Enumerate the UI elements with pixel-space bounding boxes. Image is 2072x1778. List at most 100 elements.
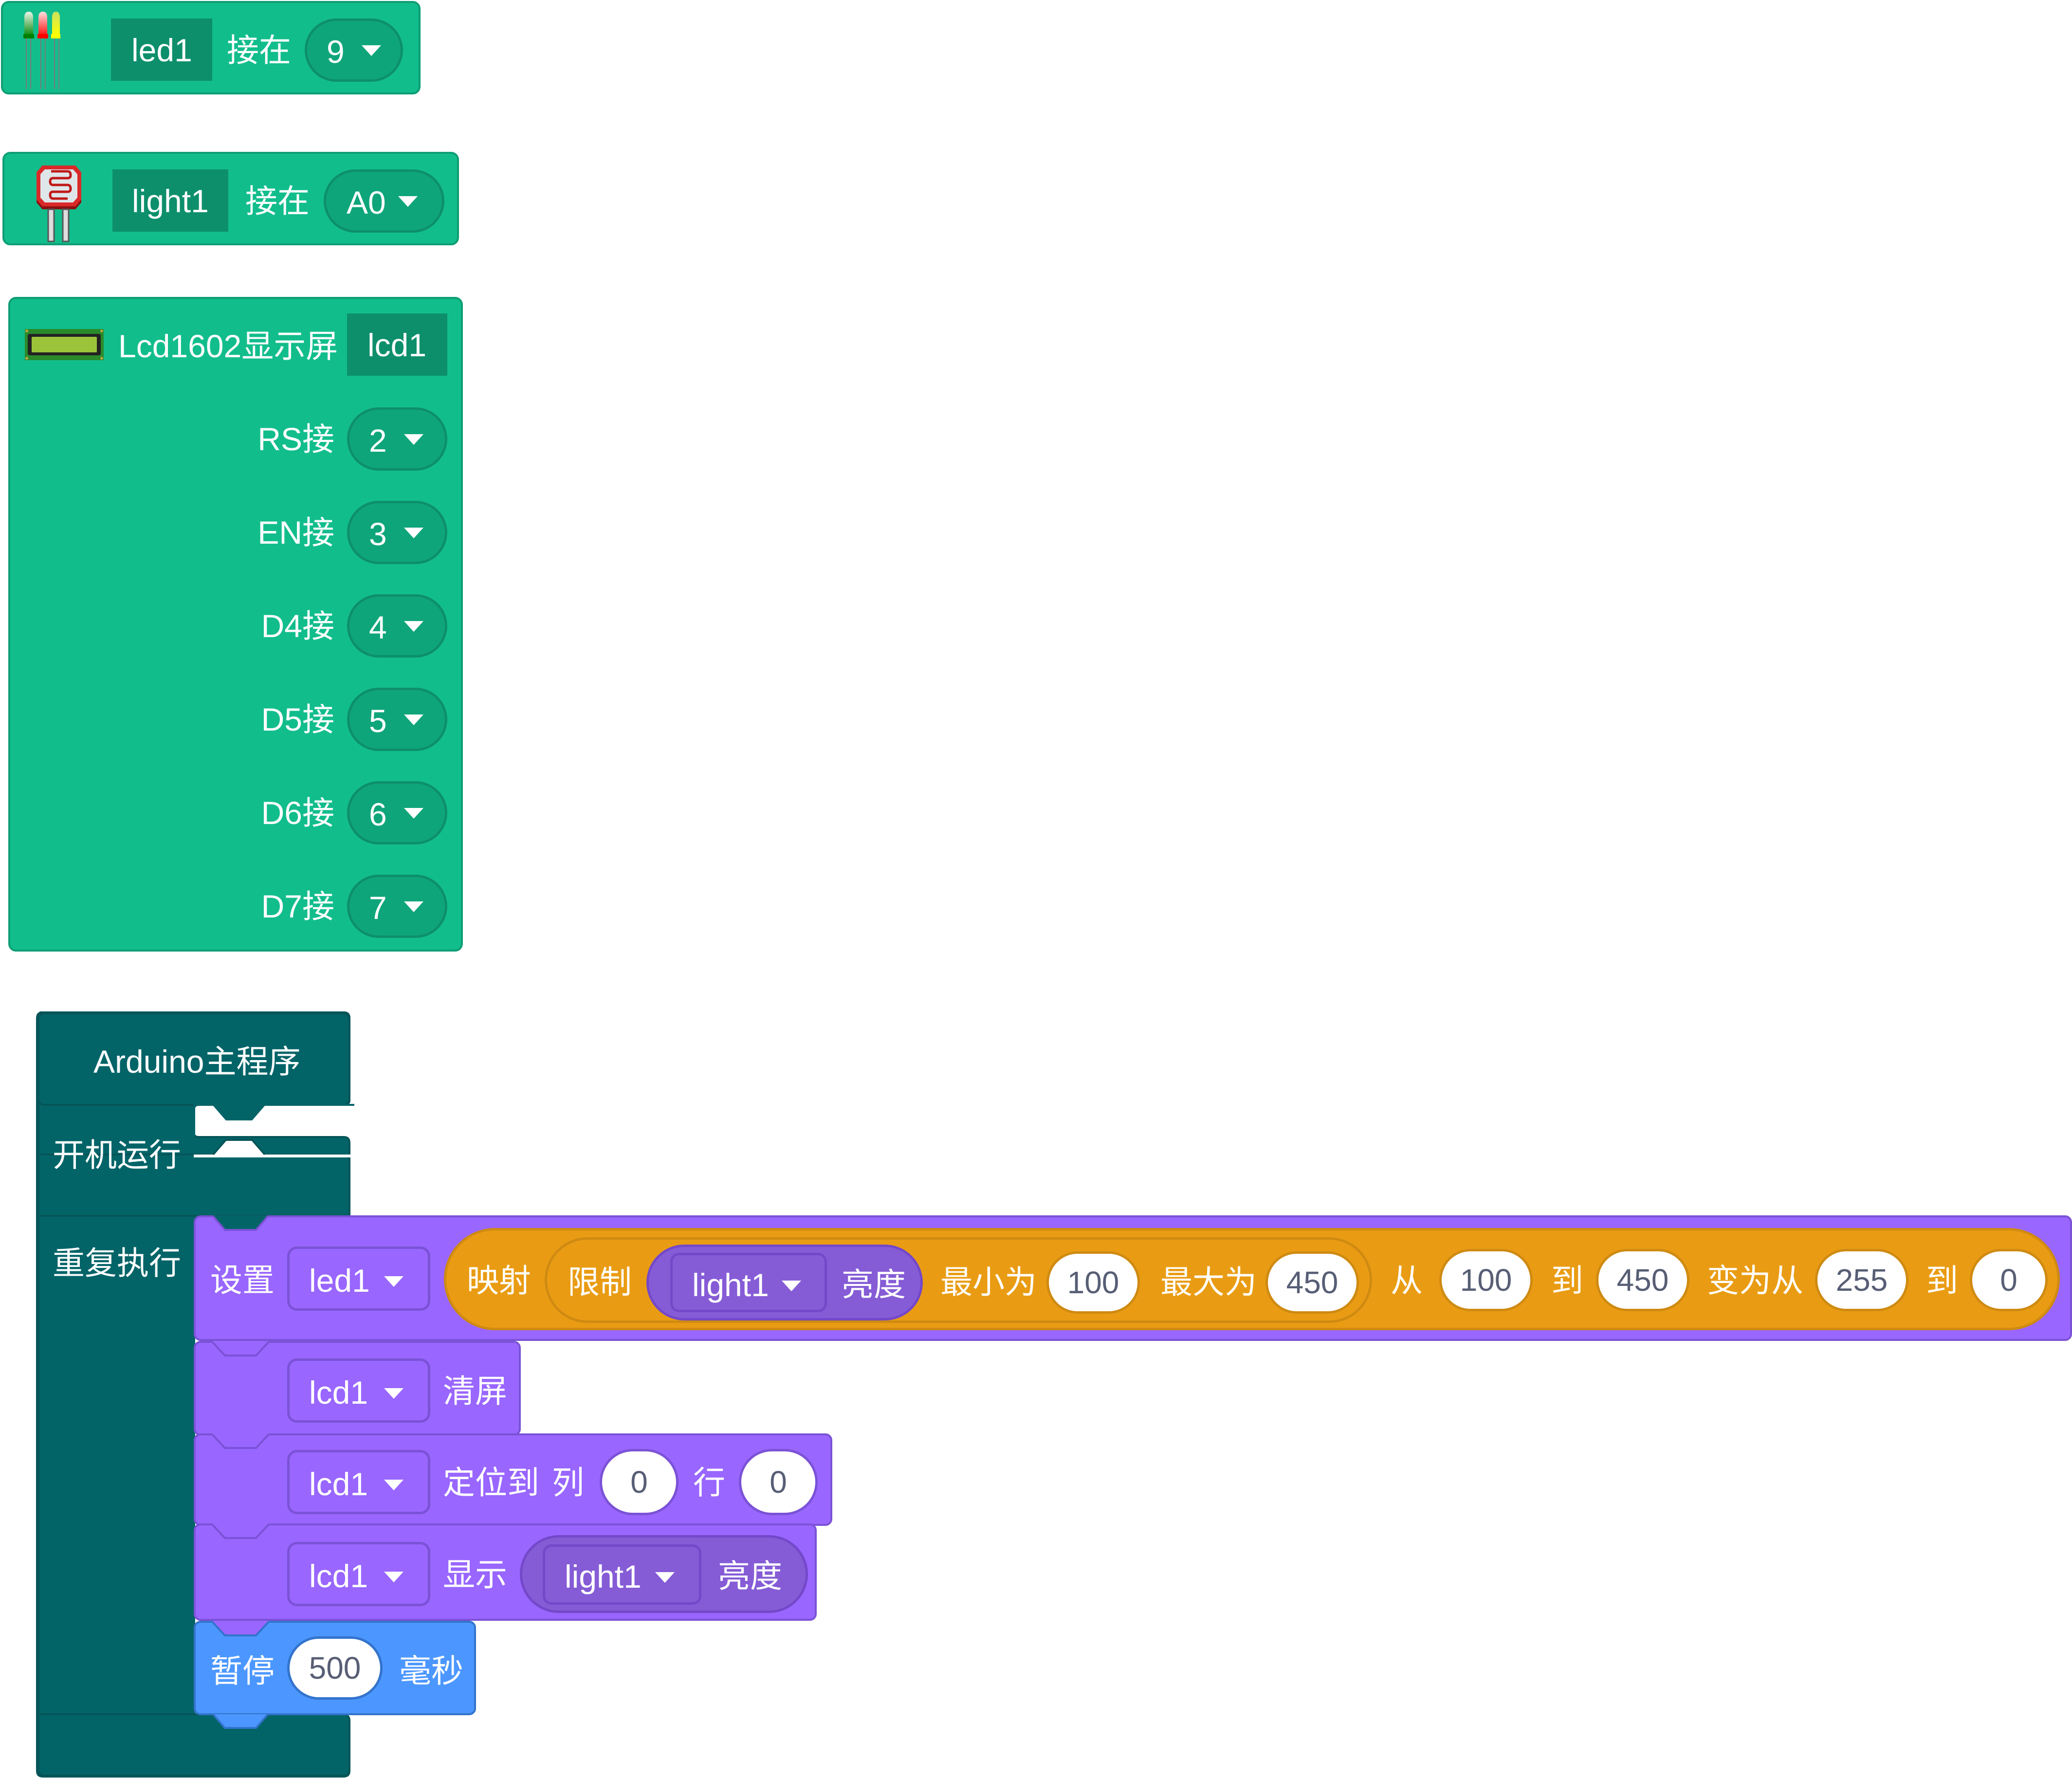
print-sensor-name: light1 [565, 1558, 642, 1595]
statement-bottom-tab [212, 1713, 270, 1729]
lcd-pin-row-en: EN接 3 [10, 501, 461, 564]
lcd-pin-value: 4 [369, 609, 387, 645]
lcd-name-field[interactable]: lcd1 [347, 313, 447, 376]
chevron-down-icon [404, 808, 423, 819]
led-pin-dropdown[interactable]: 9 [305, 18, 403, 82]
from-low-input[interactable]: 100 [1439, 1249, 1533, 1311]
main-block-title: Arduino主程序 [93, 1044, 301, 1080]
lcd-pin-label: D4接 [261, 608, 334, 644]
lcd-print-statement[interactable]: lcd1 显示 light1 亮度 [194, 1523, 817, 1621]
chevron-down-icon [655, 1572, 675, 1583]
statement-notch [212, 1621, 270, 1636]
main-block-footer [37, 1713, 350, 1777]
lcd-pin-row-d4: D4接 4 [10, 594, 461, 658]
chevron-down-icon [404, 715, 423, 725]
light-name-field[interactable]: light1 [112, 169, 228, 232]
max-value: 450 [1286, 1265, 1339, 1300]
lcd-pin-value: 2 [369, 422, 387, 458]
lcd-pin-dropdown-en[interactable]: 3 [347, 501, 447, 564]
min-value: 100 [1067, 1265, 1119, 1300]
led-setup-block[interactable]: led1 接在 9 [1, 1, 421, 94]
row-input[interactable]: 0 [739, 1449, 818, 1515]
lcd-pin-value: 3 [369, 516, 387, 552]
lcd-pin-dropdown-d7[interactable]: 7 [347, 875, 447, 938]
row-value: 0 [770, 1465, 787, 1500]
max-value-input[interactable]: 450 [1265, 1251, 1359, 1314]
lcd-pin-value: 5 [369, 703, 387, 739]
to-high-input[interactable]: 0 [1970, 1249, 2048, 1311]
set-led-target-dropdown[interactable]: led1 [287, 1246, 430, 1311]
chevron-down-icon [404, 621, 423, 632]
print-brightness-reporter[interactable]: light1 亮度 [520, 1535, 808, 1613]
lcd-pin-row-d6: D6接 6 [10, 781, 461, 844]
lcd-pin-dropdown-d4[interactable]: 4 [347, 594, 447, 658]
light-pin-value: A0 [347, 184, 386, 220]
constrain-reporter[interactable]: 限制 light1 亮度 最小为 100 最大为 450 [545, 1237, 1372, 1323]
lcd-name: lcd1 [367, 327, 427, 363]
lcd-clear-label: 清屏 [443, 1373, 507, 1409]
statement-notch [212, 1215, 270, 1231]
setup-slot-notch [194, 1104, 354, 1157]
lcd-pin-label: D7接 [261, 888, 334, 924]
led-pin-value: 9 [327, 34, 345, 70]
led-icon [23, 12, 60, 89]
lcd-cursor-target-dropdown[interactable]: lcd1 [287, 1450, 430, 1514]
chevron-down-icon [362, 45, 381, 56]
to-low-input[interactable]: 255 [1815, 1249, 1908, 1311]
light-connect-label: 接在 [245, 183, 310, 219]
lcd-print-target-dropdown[interactable]: lcd1 [287, 1542, 430, 1606]
col-value: 0 [630, 1465, 648, 1500]
min-value-input[interactable]: 100 [1046, 1251, 1140, 1314]
chevron-down-icon [384, 1388, 403, 1399]
print-sensor-property: 亮度 [718, 1558, 782, 1594]
chevron-down-icon [398, 196, 418, 207]
from-label: 从 [1391, 1263, 1423, 1299]
set-led-target: led1 [309, 1263, 370, 1299]
row-label: 行 [693, 1465, 725, 1501]
lcd-clear-statement[interactable]: lcd1 清屏 [194, 1341, 521, 1436]
set-led-statement[interactable]: 设置 led1 映射 限制 light1 亮度 最小为 100 最大为 450 … [194, 1215, 2072, 1341]
lcd-pin-dropdown-d5[interactable]: 5 [347, 688, 447, 751]
lcd-pin-row-d7: D7接 7 [10, 875, 461, 938]
sensor-property: 亮度 [842, 1266, 906, 1302]
delay-statement[interactable]: 暂停 500 毫秒 [194, 1621, 476, 1729]
main-block-header[interactable] [37, 1012, 350, 1106]
lcd-pin-dropdown-rs[interactable]: 2 [347, 407, 447, 471]
delay-label: 暂停 [210, 1653, 275, 1689]
led-name-field[interactable]: led1 [111, 18, 212, 81]
constrain-label: 限制 [568, 1264, 632, 1300]
delay-unit: 毫秒 [399, 1653, 463, 1689]
light-brightness-reporter[interactable]: light1 亮度 [646, 1245, 923, 1320]
chevron-down-icon [782, 1281, 801, 1291]
led-connect-label: 接在 [227, 32, 291, 68]
lcd-pin-label: EN接 [257, 514, 334, 550]
light-name: light1 [132, 183, 209, 219]
lcd1602-icon [25, 329, 104, 360]
col-label: 列 [552, 1465, 584, 1501]
lcd-clear-target-dropdown[interactable]: lcd1 [287, 1358, 430, 1423]
from-high-input[interactable]: 450 [1596, 1249, 1689, 1311]
print-sensor-dropdown[interactable]: light1 [543, 1544, 701, 1605]
lcd-cursor-statement[interactable]: lcd1 定位到 列 0 行 0 [194, 1433, 832, 1526]
lcd-pin-value: 7 [369, 890, 387, 926]
setup-label: 开机运行 [53, 1137, 181, 1173]
lcd-target: lcd1 [309, 1558, 368, 1594]
delay-input[interactable]: 500 [287, 1636, 383, 1700]
lcd-target: lcd1 [309, 1375, 368, 1411]
to-label: 到 [1551, 1263, 1583, 1299]
chevron-down-icon [404, 901, 423, 912]
lcd-pin-row-rs: RS接 2 [10, 407, 461, 471]
light-pin-dropdown[interactable]: A0 [324, 169, 444, 233]
lcd-pin-label: RS接 [257, 421, 334, 457]
lcd-pin-value: 6 [369, 796, 387, 832]
col-input[interactable]: 0 [600, 1449, 678, 1515]
lcd-pin-dropdown-d6[interactable]: 6 [347, 781, 447, 844]
light-sensor-setup-block[interactable]: light1 接在 A0 [2, 152, 459, 245]
remap-label: 变为从 [1707, 1263, 1803, 1299]
light-sensor-dropdown[interactable]: light1 [670, 1253, 827, 1312]
lcd-setup-block[interactable]: Lcd1602显示屏 lcd1 RS接 2 EN接 3 D4接 4 D5接 5 … [8, 297, 463, 952]
statement-notch [212, 1341, 270, 1356]
led-name: led1 [131, 32, 192, 68]
map-reporter[interactable]: 映射 限制 light1 亮度 最小为 100 最大为 450 从 100 到 … [444, 1228, 2060, 1330]
lcd-title: Lcd1602显示屏 [118, 328, 338, 364]
